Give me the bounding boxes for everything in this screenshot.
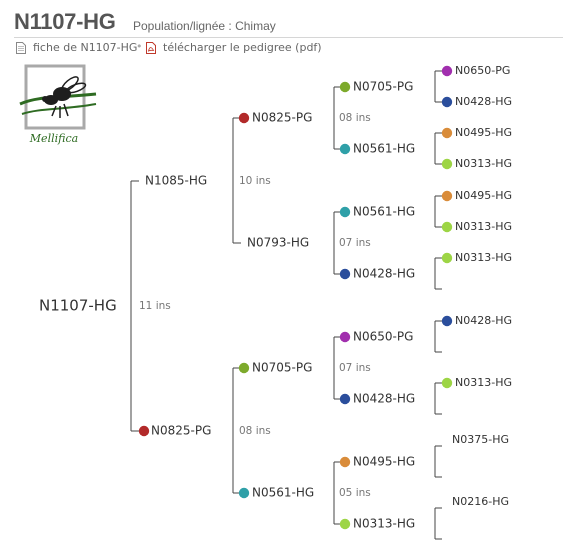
queen-dot — [238, 362, 250, 374]
pedigree-node-gen4[interactable]: N0313-HG — [455, 251, 512, 264]
queen-dot — [339, 206, 351, 218]
page-header: N1107-HG Population/lignée : Chimay fich… — [0, 0, 574, 62]
queen-dot — [441, 252, 453, 264]
pedigree-node-gen3[interactable]: N0495-HG — [353, 455, 415, 469]
pedigree-node-gen1[interactable]: N0825-PG — [151, 424, 211, 438]
queen-dot — [138, 425, 150, 437]
queen-dot — [441, 65, 453, 77]
queen-dot — [441, 190, 453, 202]
header-divider — [14, 37, 563, 38]
pedigree-node-gen1[interactable]: N1085-HG — [145, 174, 207, 188]
pedigree-node-gen3[interactable]: N0561-HG — [353, 142, 415, 156]
mellifica-logo — [19, 64, 97, 130]
queen-dot — [339, 268, 351, 280]
pedigree-node-gen3[interactable]: N0428-HG — [353, 267, 415, 281]
pdf-icon — [146, 42, 156, 54]
queen-dot — [441, 315, 453, 327]
link-separator: • — [136, 40, 143, 53]
pedigree-node-gen3[interactable]: N0313-HG — [353, 517, 415, 531]
queen-dot — [339, 143, 351, 155]
queen-dot — [339, 81, 351, 93]
pedigree-node-gen3[interactable]: N0561-HG — [353, 205, 415, 219]
pedigree-node-gen4[interactable]: N0216-HG — [452, 495, 509, 508]
queen-dot — [339, 393, 351, 405]
queen-dot — [441, 221, 453, 233]
queen-dot — [238, 487, 250, 499]
pedigree-node-gen2[interactable]: N0825-PG — [252, 111, 312, 125]
gen2-ins: 05 ins — [339, 487, 371, 499]
pedigree-node-gen4[interactable]: N0313-HG — [455, 220, 512, 233]
queen-dot — [441, 96, 453, 108]
pedigree-node-gen3[interactable]: N0705-PG — [353, 80, 413, 94]
queen-dot — [339, 331, 351, 343]
gen2-ins: 07 ins — [339, 362, 371, 374]
pedigree-node-gen2[interactable]: N0793-HG — [247, 236, 309, 250]
queen-dot — [238, 112, 250, 124]
page-title: N1107-HG — [14, 9, 116, 34]
fiche-link[interactable]: fiche de N1107-HG — [33, 41, 138, 54]
pedigree-node-gen4[interactable]: N0313-HG — [455, 157, 512, 170]
pedigree-node-gen4[interactable]: N0428-HG — [455, 314, 512, 327]
gen2-ins: 07 ins — [339, 237, 371, 249]
pedigree-node-gen4[interactable]: N0313-HG — [455, 376, 512, 389]
pedigree-node-gen4[interactable]: N0375-HG — [452, 433, 509, 446]
gen2-ins: 08 ins — [339, 112, 371, 124]
queen-dot — [441, 158, 453, 170]
logo-text: Mellifica — [29, 132, 79, 145]
pedigree-node-gen2[interactable]: N0561-HG — [252, 486, 314, 500]
queen-dot — [339, 456, 351, 468]
pedigree-node-gen4[interactable]: N0428-HG — [455, 95, 512, 108]
pedigree-node-gen4[interactable]: N0650-PG — [455, 64, 510, 77]
page-subtitle: Population/lignée : Chimay — [133, 19, 276, 33]
queen-dot — [339, 518, 351, 530]
pedigree-node-gen4[interactable]: N0495-HG — [455, 126, 512, 139]
gen1-ins: 08 ins — [239, 425, 271, 437]
download-pdf-link[interactable]: télécharger le pedigree (pdf) — [163, 41, 322, 54]
pedigree-node-gen3[interactable]: N0428-HG — [353, 392, 415, 406]
pedigree-node-gen2[interactable]: N0705-PG — [252, 361, 312, 375]
queen-dot — [441, 127, 453, 139]
pedigree-node-gen4[interactable]: N0495-HG — [455, 189, 512, 202]
root-ins: 11 ins — [139, 300, 171, 312]
pedigree-root[interactable]: N1107-HG — [39, 297, 117, 315]
pedigree-node-gen3[interactable]: N0650-PG — [353, 330, 413, 344]
document-icon — [16, 42, 26, 54]
gen1-ins: 10 ins — [239, 175, 271, 187]
queen-dot — [441, 377, 453, 389]
